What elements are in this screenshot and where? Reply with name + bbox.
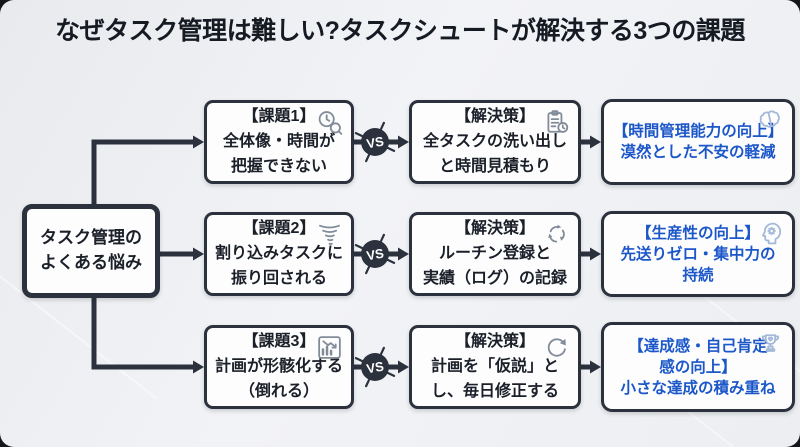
result-1-box: 【時間管理能力の向上】 漠然とした不安の軽減 <box>601 99 795 185</box>
challenge-1-heading: 【課題1】 <box>242 108 316 125</box>
challenge-3-box: 【課題3】 計画が形骸化する （倒れる） <box>204 325 354 409</box>
head-gear-icon <box>757 220 784 247</box>
result-1-text: 【時間管理能力の向上】 漠然とした不安の軽減 <box>612 123 784 161</box>
vs-badge-label: VS <box>365 246 385 264</box>
connector-source-to-challenge1 <box>91 139 193 204</box>
vs-badge-2: VS <box>353 232 397 276</box>
solution-2-box: 【解決策】 ルーチン登録と 実績（ログ）の記録 <box>409 212 581 296</box>
clipboard-clock-icon <box>543 109 570 136</box>
challenge-1-box: 【課題1】 全体像・時間が 把握できない <box>204 100 354 184</box>
challenge-3-body: 計画が形骸化する （倒れる） <box>214 358 343 400</box>
solution-2-heading: 【解決策】 <box>454 220 535 237</box>
arrowheads <box>193 135 601 374</box>
solution-3-body: 計画を「仮説」と し、毎日修正する <box>430 358 559 400</box>
challenge-1-body: 全体像・時間が 把握できない <box>222 133 335 175</box>
vs-badge-label: VS <box>365 359 385 377</box>
vs-badge-label: VS <box>365 134 385 152</box>
brain-icon <box>754 105 786 137</box>
loop-arrows-icon <box>543 221 570 248</box>
challenge-2-body: 割り込みタスクに 振り回される <box>214 245 343 287</box>
challenge-2-box: 【課題2】 割り込みタスクに 振り回される <box>204 212 354 296</box>
source-box: タスク管理の よくある悩み <box>22 204 160 298</box>
challenge-2-heading: 【課題2】 <box>242 220 316 237</box>
solution-1-box: 【解決策】 全タスクの洗い出し と時間見積もり <box>409 100 581 184</box>
result-3-box: 【達成感・自己肯定 感の向上】 小さな達成の積み重ね <box>601 322 795 412</box>
result-2-box: 【生産性の向上】 先送りゼロ・集中力の 持続 <box>601 211 795 297</box>
vs-badge-1: VS <box>353 120 397 164</box>
declining-chart-icon <box>316 334 343 361</box>
result-3-text: 【達成感・自己肯定 感の向上】 小さな達成の積み重ね <box>620 337 776 397</box>
solution-3-heading: 【解決策】 <box>454 333 535 350</box>
solution-3-box: 【解決策】 計画を「仮説」と し、毎日修正する <box>409 325 581 409</box>
result-2-text: 【生産性の向上】 先送りゼロ・集中力の 持続 <box>620 224 776 284</box>
connector-source-to-challenge3 <box>91 298 193 370</box>
solution-2-body: ルーチン登録と 実績（ログ）の記録 <box>422 245 567 287</box>
clock-search-icon <box>316 109 343 136</box>
refresh-arrow-icon <box>543 334 570 361</box>
trophy-heart-icon <box>757 331 784 358</box>
challenge-3-heading: 【課題3】 <box>242 333 316 350</box>
solution-1-body: 全タスクの洗い出し と時間見積もり <box>422 133 567 175</box>
source-box-label: タスク管理の よくある悩み <box>40 228 142 272</box>
vs-badge-3: VS <box>353 345 397 389</box>
page-title: なぜタスク管理は難しい?タスクシュートが解決する3つの課題 <box>55 17 745 45</box>
solution-1-heading: 【解決策】 <box>454 108 535 125</box>
tornado-icon <box>316 221 343 248</box>
